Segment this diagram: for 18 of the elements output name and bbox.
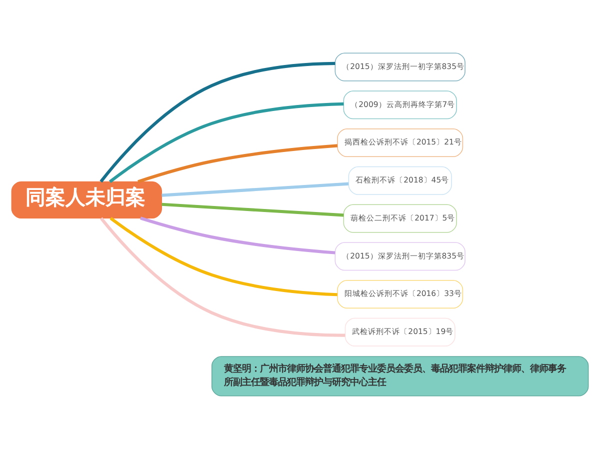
node-box: 葫检公二刑不诉〔2017〕5号 <box>343 204 457 233</box>
connector <box>100 62 336 183</box>
node-box: 揭西检公诉刑不诉〔2015〕21号 <box>337 128 464 158</box>
connector <box>162 182 349 197</box>
node-box: 武检诉刑不诉〔2015〕19号 <box>344 318 456 346</box>
node-box: （2009）云高刑再终字第7号 <box>343 90 457 120</box>
node-box: 同案人未归案 <box>11 181 162 219</box>
node-box: 阳城检公诉刑不诉〔2016〕33号 <box>337 280 464 309</box>
node-box: （2015）深罗法刑一初字第835号 <box>334 52 466 82</box>
node-box: 石检刑不诉〔2018〕45号 <box>348 166 452 195</box>
connector <box>100 217 346 337</box>
node-box: （2015）深罗法刑一初字第835号 <box>334 242 466 271</box>
connector <box>108 102 344 183</box>
connector <box>140 216 336 254</box>
connector <box>162 202 344 217</box>
node-box: 黄坚明：广州市律师协会普通犯罪专业委员会委员、毒品犯罪案件辩护律师、律师事务所副主任暨毒品犯罪辩护与研究中心主任 <box>212 356 589 396</box>
connector <box>138 144 338 184</box>
connector <box>110 217 338 296</box>
